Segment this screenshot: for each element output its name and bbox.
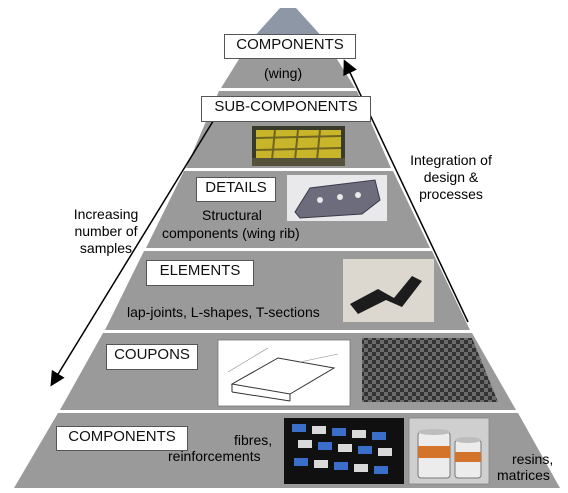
samples-annotation: Increasing number of samples xyxy=(58,206,154,257)
wing-assembly-photo xyxy=(252,126,345,166)
wing-rib-image xyxy=(287,175,387,221)
samples-arrow xyxy=(50,117,216,387)
woven-fabric-photo xyxy=(362,338,498,402)
integration-annotation-line2: design & xyxy=(423,169,479,185)
fibres-caption-line2: reinforcements xyxy=(168,448,261,464)
elements-box: ELEMENTS xyxy=(146,260,254,286)
elements-caption: lap-joints, L-shapes, T-sections xyxy=(127,304,320,320)
sub-components-box: SUB-COMPONENTS xyxy=(201,96,371,122)
resins-caption-line1: resins, xyxy=(512,451,554,467)
details-caption-line2: components (wing rib) xyxy=(162,225,300,241)
coupon-drawing xyxy=(217,339,351,407)
wing-caption: (wing) xyxy=(264,65,303,81)
coupons-box: COUPONS xyxy=(106,344,198,370)
components-box-base: COMPONENTS xyxy=(56,426,188,451)
fibres-reinforcement-photo xyxy=(284,418,404,484)
integration-annotation: Integration of design & processes xyxy=(398,152,504,203)
details-caption-line1: Structural xyxy=(202,207,262,223)
integration-annotation-line1: Integration of xyxy=(410,152,492,168)
samples-annotation-line1: Increasing xyxy=(73,206,139,222)
samples-annotation-line3: samples xyxy=(79,240,133,256)
resin-cans-photo xyxy=(408,417,490,485)
integration-annotation-line3: processes xyxy=(419,186,483,202)
components-box-top: COMPONENTS xyxy=(224,34,356,59)
details-box: DETAILS xyxy=(196,177,276,202)
band-apex xyxy=(251,8,325,40)
samples-annotation-line2: number of xyxy=(74,223,138,239)
fibres-caption-line1: fibres, xyxy=(234,432,273,448)
l-shape-element-photo xyxy=(343,259,434,322)
resins-caption-line2: matrices xyxy=(497,467,550,483)
